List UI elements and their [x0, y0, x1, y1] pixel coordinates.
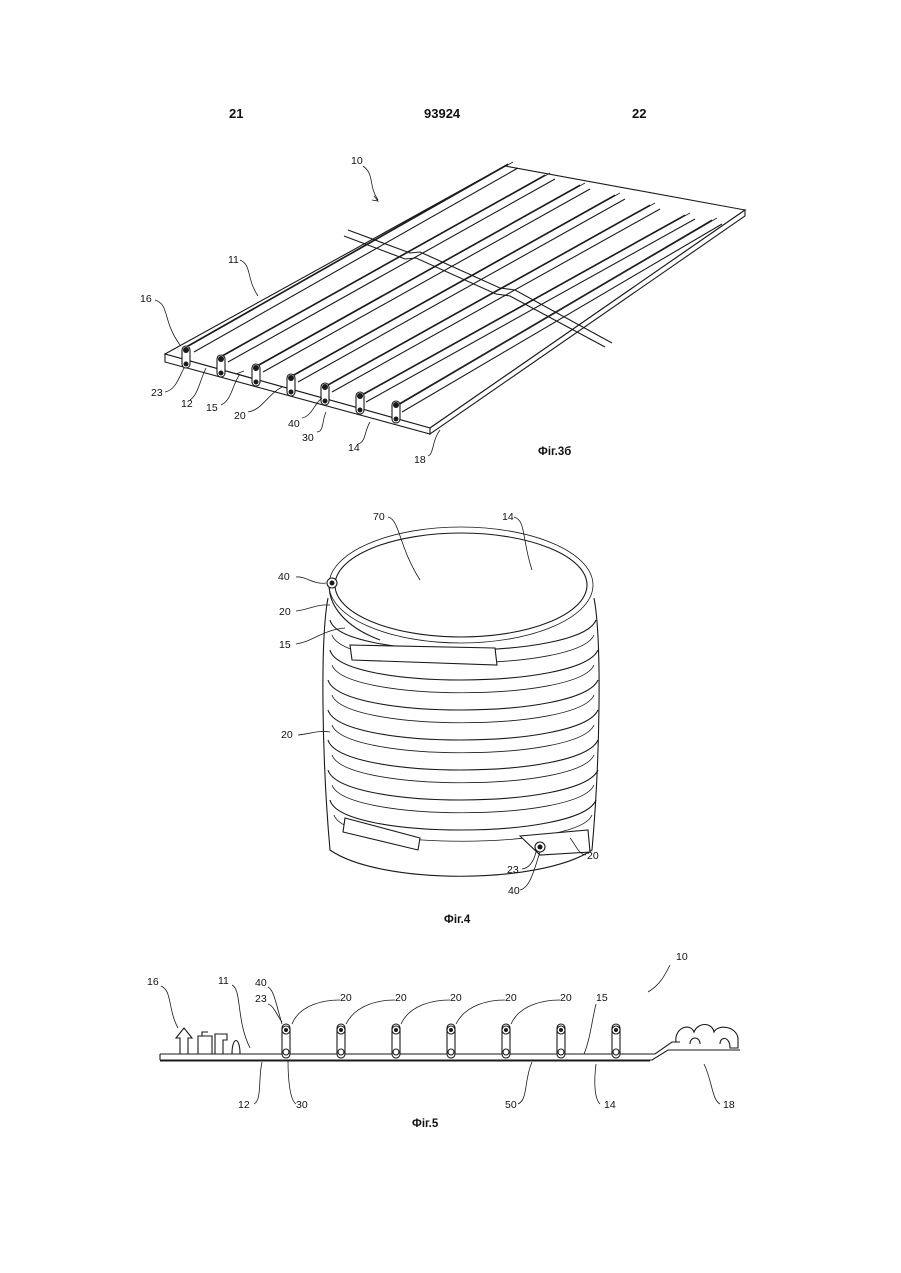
label-20-4: 20 — [505, 992, 517, 1004]
label-20-mid: 20 — [281, 729, 293, 741]
bottom-strip-end — [343, 818, 420, 850]
figure-3b: 10 11 16 23 12 15 20 40 30 14 18 Фіг.3б — [140, 155, 745, 466]
label-23: 23 — [255, 993, 267, 1005]
label-10: 10 — [351, 155, 363, 167]
label-70: 70 — [373, 511, 385, 523]
label-12: 12 — [181, 398, 193, 410]
label-15: 15 — [279, 639, 291, 651]
label-40-top: 40 — [278, 571, 290, 583]
label-23: 23 — [151, 387, 163, 399]
label-20-1: 20 — [340, 992, 352, 1004]
top-disc — [335, 533, 587, 637]
connector-18 — [676, 1025, 738, 1049]
label-18: 18 — [723, 1099, 735, 1111]
label-16: 16 — [147, 976, 159, 988]
label-20: 20 — [234, 410, 246, 422]
tubes — [282, 1024, 620, 1058]
label-11: 11 — [228, 254, 239, 266]
label-15: 15 — [596, 992, 608, 1004]
label-18: 18 — [414, 454, 426, 466]
label-16: 16 — [140, 293, 152, 305]
label-20-top: 20 — [279, 606, 291, 618]
label-23: 23 — [507, 864, 519, 876]
caption-fig5: Фіг.5 — [412, 1118, 439, 1130]
label-14: 14 — [502, 511, 514, 523]
caption-fig4: Фіг.4 — [444, 914, 471, 926]
label-50: 50 — [505, 1099, 517, 1111]
label-14: 14 — [348, 442, 360, 454]
label-20-3: 20 — [450, 992, 462, 1004]
label-12: 12 — [238, 1099, 250, 1111]
label-30: 30 — [302, 432, 314, 444]
label-20-5: 20 — [560, 992, 572, 1004]
label-40-bottom: 40 — [508, 885, 520, 897]
label-40: 40 — [255, 977, 267, 989]
label-10: 10 — [676, 951, 688, 963]
label-15: 15 — [206, 402, 218, 414]
panel-top-surface — [165, 166, 745, 428]
label-20-2: 20 — [395, 992, 407, 1004]
figure-4: 70 14 40 20 15 20 20 23 40 Фіг.4 — [278, 511, 599, 926]
label-20-bottom: 20 — [587, 850, 599, 862]
figure-5: 10 16 11 40 23 20 20 20 20 20 15 12 30 5… — [147, 951, 740, 1130]
label-30: 30 — [296, 1099, 308, 1111]
connector-16 — [176, 1028, 240, 1054]
label-14: 14 — [604, 1099, 616, 1111]
label-11: 11 — [218, 975, 229, 987]
strip-end — [350, 645, 497, 665]
label-40: 40 — [288, 418, 300, 430]
caption-fig3b: Фіг.3б — [538, 446, 571, 458]
